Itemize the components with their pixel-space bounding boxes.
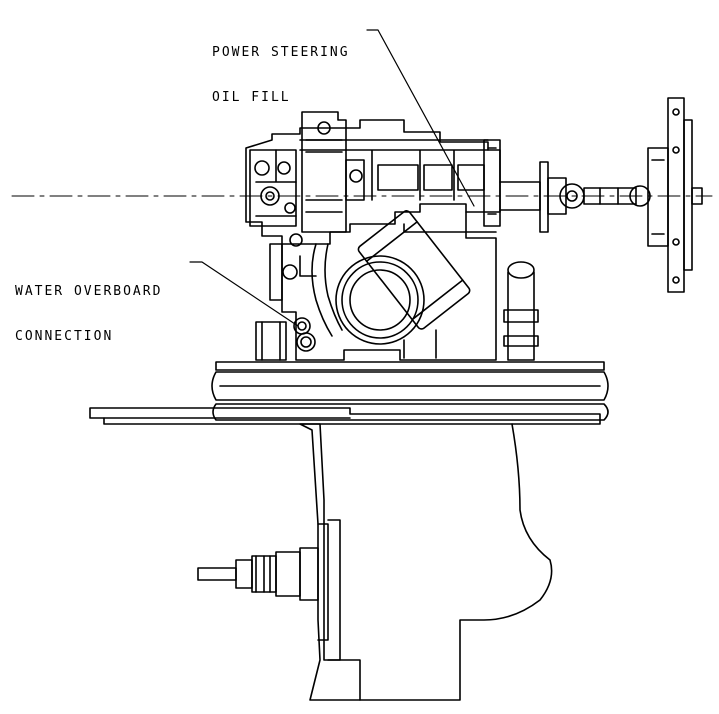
transom-assembly (211, 361, 609, 421)
water-overboard-label-line2: CONNECTION (15, 329, 114, 344)
oil-filter (357, 210, 471, 330)
water-overboard-label-line1: WATER OVERBOARD (15, 284, 163, 299)
lower-unit (197, 423, 553, 701)
engine-block (245, 111, 501, 245)
water-overboard-callout: WATER OVERBOARD CONNECTION (15, 254, 162, 359)
leader-lines (189, 29, 475, 327)
propshaft (197, 567, 237, 581)
lower-block (269, 210, 497, 361)
drive-shaft (499, 161, 651, 233)
power-steering-callout: POWER STEERING OIL FILL (212, 15, 350, 120)
power-steering-leader (366, 29, 475, 207)
gear-housing-top (89, 407, 601, 425)
power-steering-label-line2: OIL FILL (212, 90, 291, 105)
water-overboard-leader (189, 261, 299, 327)
hoses (255, 233, 343, 361)
flywheel-plate (647, 97, 703, 293)
flange (335, 255, 425, 345)
power-steering-label-line1: POWER STEERING (212, 45, 350, 60)
side-tube (503, 261, 539, 361)
